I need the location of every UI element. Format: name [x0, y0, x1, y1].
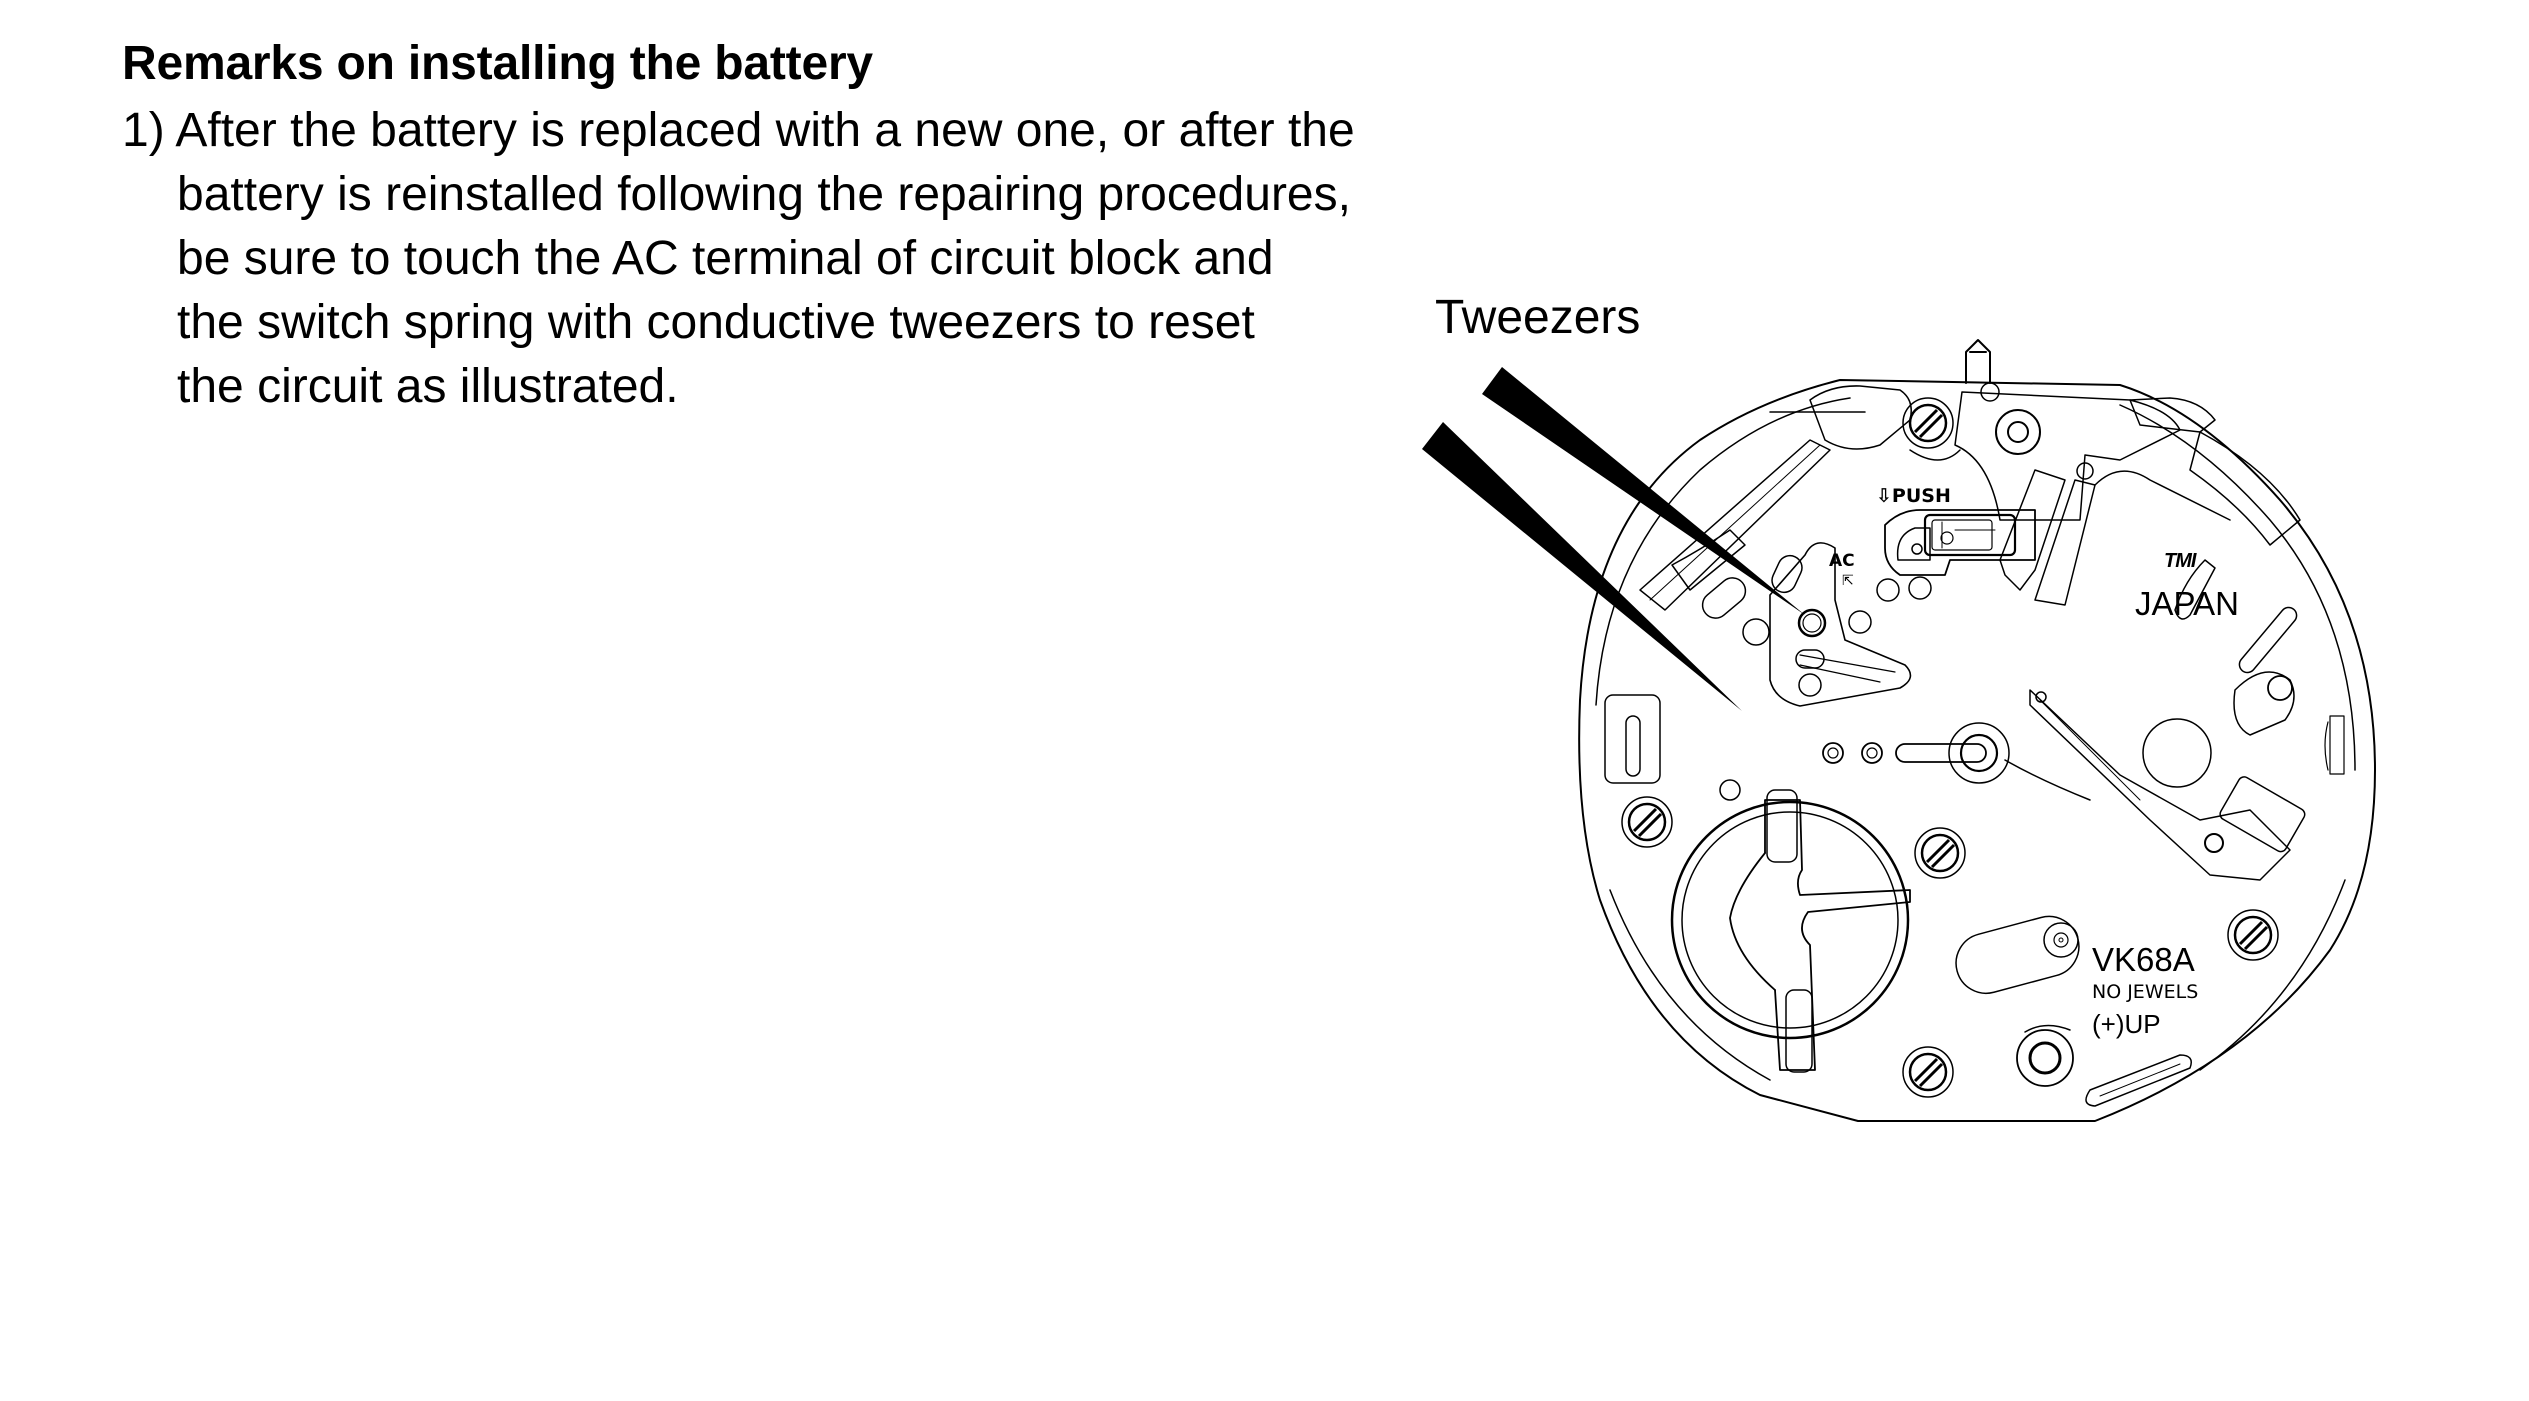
ac-terminal-contact	[1797, 608, 1827, 638]
instruction-paragraph: 1) After the battery is replaced with a …	[122, 99, 1355, 419]
ac-arrow-icon: ⇱	[1842, 573, 1854, 589]
instruction-line-2: battery is reinstalled following the rep…	[177, 168, 1351, 221]
origin-label: JAPAN	[2135, 585, 2239, 622]
screw-icon	[1902, 1046, 1954, 1098]
tweezer-upper-tip	[1482, 367, 1805, 615]
screw-icon	[1902, 397, 1954, 449]
tweezers-icon	[1422, 367, 1805, 711]
instruction-line-3: be sure to touch the AC terminal of circ…	[177, 232, 1274, 285]
polarity-label: (+)UP	[2092, 1009, 2161, 1039]
screw-icon	[1621, 796, 1673, 848]
battery-icon	[1670, 779, 1911, 1073]
screw-icon	[2227, 909, 2279, 961]
instruction-line-1: 1) After the battery is replaced with a …	[122, 104, 1355, 157]
tweezers-callout-label: Tweezers	[1435, 291, 1641, 344]
push-label: ⇩PUSH	[1876, 485, 1951, 507]
instruction-line-5: the circuit as illustrated.	[177, 360, 679, 413]
crown-stem-icon	[1965, 339, 1991, 384]
center-shaft	[1822, 722, 2091, 801]
screws	[1621, 397, 2279, 1098]
tweezer-lower-tip	[1422, 422, 1742, 711]
screw-icon	[1914, 827, 1966, 879]
caliber-label: VK68A	[2092, 941, 2195, 978]
jewels-label: NO JEWELS	[2092, 981, 2198, 1003]
brand-logo: TMI	[2164, 550, 2197, 572]
ac-label: AC	[1829, 551, 1855, 571]
movement-outline	[1578, 379, 2376, 1122]
section-heading: Remarks on installing the battery	[122, 37, 873, 90]
ac-terminal-plate	[1769, 542, 1912, 707]
instruction-line-4: the switch spring with conductive tweeze…	[177, 296, 1255, 349]
